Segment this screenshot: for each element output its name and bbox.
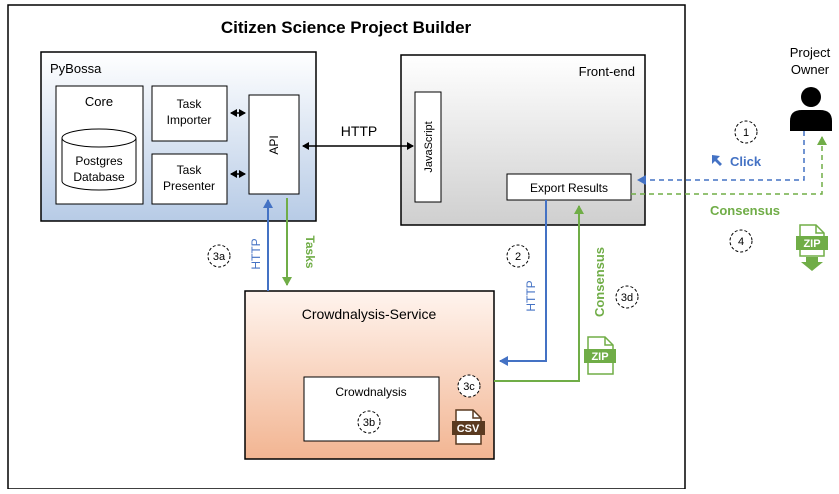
frontend-label: Front-end — [579, 64, 635, 79]
api-label: API — [267, 135, 281, 154]
api-box — [248, 94, 300, 195]
task-importer-line2: Importer — [167, 113, 212, 127]
step-1-label: 1 — [743, 127, 749, 139]
step-3a-marker: 3a — [207, 244, 231, 268]
csv-file-icon: CSV — [452, 409, 485, 445]
database-label-line1: Postgres — [75, 154, 122, 168]
consensus-return-arrow — [494, 205, 584, 382]
diagram-title: Citizen Science Project Builder — [221, 18, 472, 37]
step-3b-label: 3b — [363, 417, 375, 429]
database-cylinder-icon — [61, 128, 137, 191]
step-3b-marker: 3b — [357, 410, 381, 434]
owner-label-line1: Project — [790, 45, 831, 60]
zip-download-icon-text: ZIP — [803, 238, 820, 250]
consensus-to-owner-arrow — [631, 136, 827, 195]
consensus-vertical-label: Consensus — [592, 247, 607, 317]
zip-file-icon: ZIP — [584, 336, 616, 375]
step-3d-label: 3d — [621, 292, 633, 304]
step-1-marker: 1 — [734, 120, 758, 144]
csv-icon-text: CSV — [457, 423, 480, 435]
zip-download-icon: ZIP — [796, 224, 828, 271]
user-icon — [790, 87, 832, 131]
database-label-line2: Database — [73, 170, 125, 184]
task-importer-line1: Task — [177, 97, 203, 111]
step-3d-marker: 3d — [615, 285, 639, 309]
step-4-marker: 4 — [729, 229, 753, 253]
http-3a-label: HTTP — [249, 238, 263, 269]
task-presenter-box — [151, 153, 228, 205]
click-label: Click — [730, 154, 762, 169]
service-label: Crowdnalysis-Service — [302, 306, 437, 322]
click-arrow — [637, 131, 805, 185]
step-2-marker: 2 — [506, 244, 530, 268]
javascript-label: JavaScript — [423, 121, 435, 172]
crowdnalysis-label: Crowdnalysis — [335, 385, 406, 399]
task-presenter-line2: Presenter — [163, 179, 215, 193]
javascript-box — [414, 91, 442, 203]
http-main-label: HTTP — [341, 123, 378, 139]
task-importer-box — [151, 85, 228, 142]
step-2-label: 2 — [515, 251, 521, 263]
tasks-label: Tasks — [303, 235, 317, 268]
pybossa-label: PyBossa — [50, 61, 102, 76]
core-label: Core — [85, 94, 113, 109]
export-results-button — [506, 173, 632, 201]
consensus-horizontal-label: Consensus — [710, 203, 780, 218]
owner-label-line2: Owner — [791, 62, 830, 77]
task-presenter-line1: Task — [177, 163, 203, 177]
step-3a-label: 3a — [213, 251, 226, 263]
http-2-arrow — [499, 200, 547, 366]
zip-icon-text: ZIP — [591, 351, 608, 363]
step-4-label: 4 — [738, 236, 744, 248]
step-3c-marker: 3c — [457, 374, 481, 398]
export-results-label: Export Results — [530, 181, 608, 195]
http-2-label: HTTP — [524, 280, 538, 311]
step-3c-label: 3c — [463, 381, 475, 393]
cursor-arrow-icon — [712, 155, 722, 166]
